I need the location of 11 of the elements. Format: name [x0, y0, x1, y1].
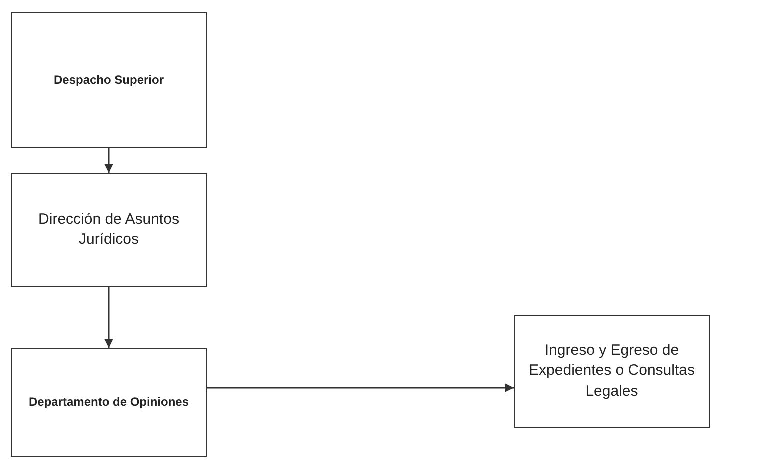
arrow	[104, 287, 114, 348]
box-label: Ingreso y Egreso de Expedientes o Consultas Legales	[528, 341, 696, 402]
box-label: Despacho Superior	[54, 72, 164, 88]
process-box	[514, 315, 710, 428]
process-box	[11, 348, 207, 457]
arrow	[104, 148, 114, 173]
process-box	[11, 12, 207, 148]
box-label: Dirección de Asuntos Jurídicos	[38, 210, 180, 250]
box-label: Departamento de Opiniones	[28, 394, 190, 411]
arrow	[207, 384, 514, 392]
process-box	[11, 173, 207, 287]
